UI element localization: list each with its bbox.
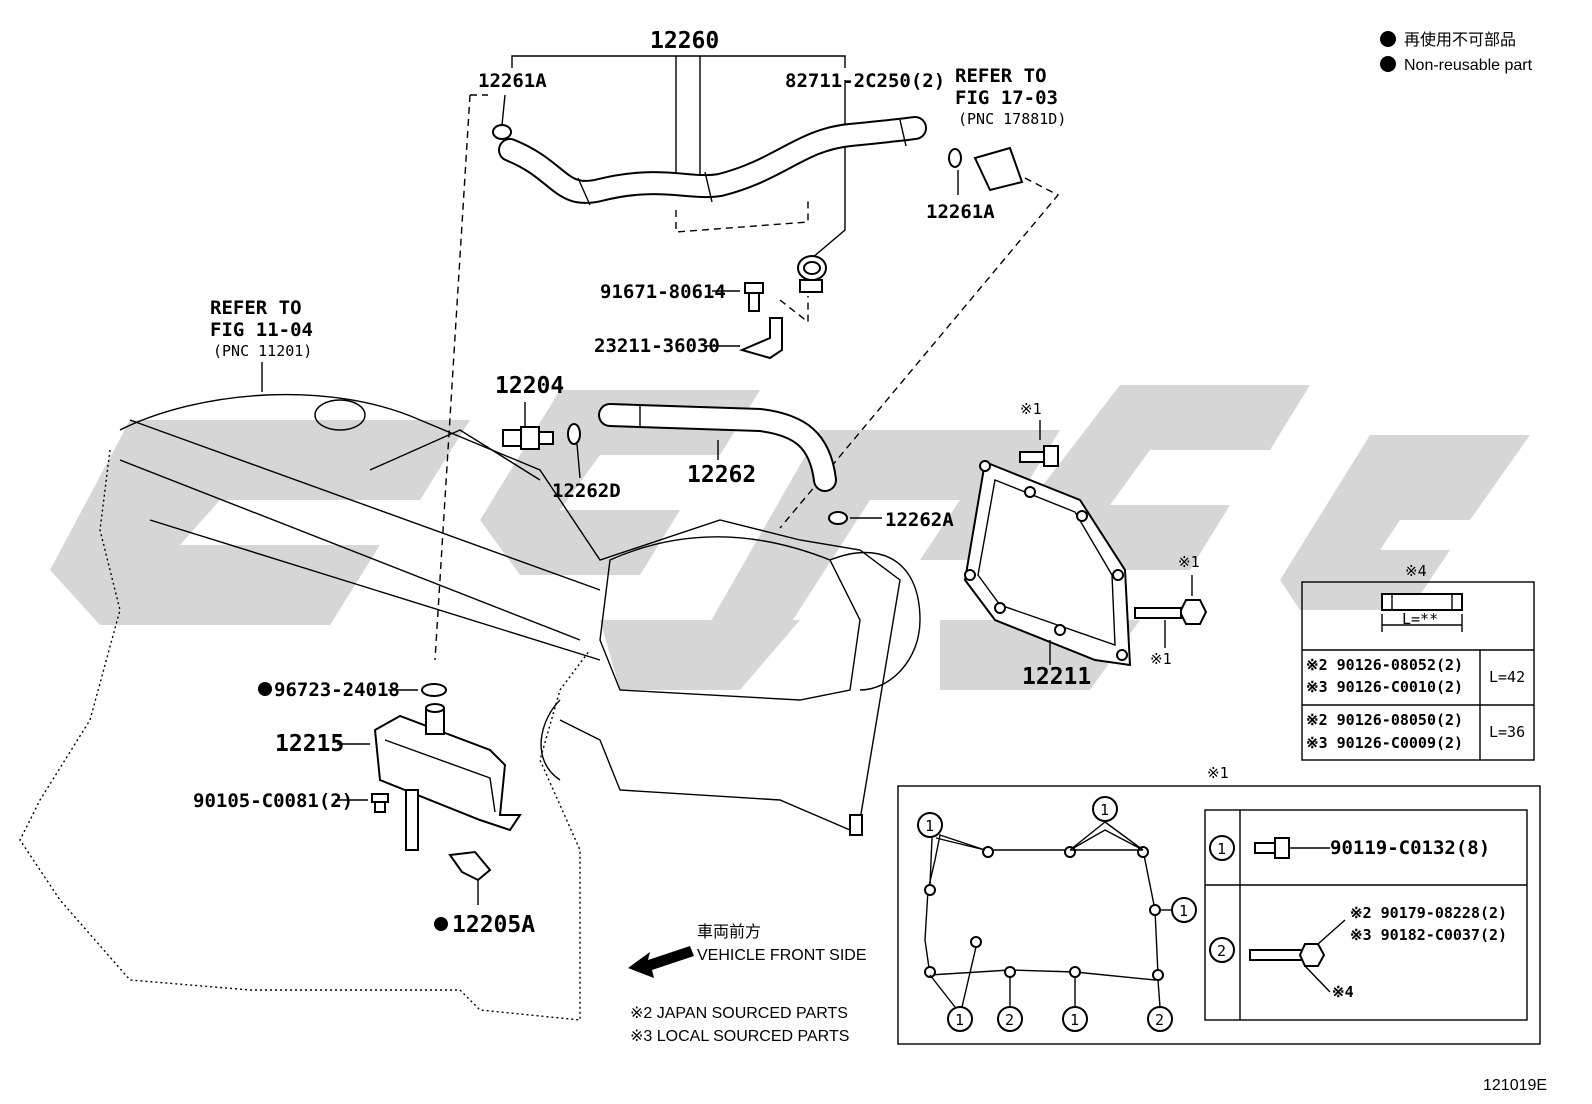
stud-row2-a: ※2 90126-08050(2) bbox=[1306, 711, 1463, 729]
stud-row2-len: L=36 bbox=[1489, 723, 1525, 741]
mark1-c: ※1 bbox=[1150, 650, 1172, 668]
cover-gasket: ※1 12211 ※1 ※1 bbox=[963, 400, 1208, 690]
pcv-valve: 12204 12262D bbox=[495, 373, 621, 502]
label-90105: 90105-C0081(2) bbox=[193, 790, 353, 812]
callout-1d: 1 bbox=[955, 1011, 964, 1029]
front-en: VEHICLE FRONT SIDE bbox=[697, 947, 867, 964]
refer-fig11: REFER TO FIG 11-04 (PNC 11201) bbox=[210, 297, 313, 392]
label-12261a-right: 12261A bbox=[926, 201, 995, 223]
label-12204: 12204 bbox=[495, 373, 564, 399]
stud-length-label: L=** bbox=[1402, 610, 1438, 628]
label-12205a: 12205A bbox=[452, 912, 535, 938]
detail-part2a: ※2 90179-08228(2) bbox=[1350, 904, 1507, 922]
note-japan: ※2 JAPAN SOURCED PARTS bbox=[630, 1005, 848, 1022]
callout-1b: 1 bbox=[1100, 801, 1109, 819]
front-ja: 車両前方 bbox=[697, 923, 761, 941]
legend-en: Non-reusable part bbox=[1404, 57, 1533, 74]
stud-row1-a: ※2 90126-08052(2) bbox=[1306, 656, 1463, 674]
callout-1e: 1 bbox=[1070, 1011, 1079, 1029]
label-12215: 12215 bbox=[275, 731, 344, 757]
vehicle-front-indicator: 車両前方 VEHICLE FRONT SIDE ※2 JAPAN SOURCED… bbox=[628, 923, 867, 1045]
stud-row1-len: L=42 bbox=[1489, 668, 1525, 686]
callout-1a: 1 bbox=[925, 817, 934, 835]
label-12260: 12260 bbox=[650, 28, 719, 54]
guide-line bbox=[434, 94, 471, 661]
legend: 再使用不可部品 Non-reusable part bbox=[1380, 31, 1533, 74]
label-12261a-left: 12261A bbox=[478, 70, 547, 92]
hose-assembly: 12260 12261A 82711-2C250(2) bbox=[478, 28, 945, 293]
label-23211: 23211-36030 bbox=[594, 335, 720, 357]
arrow-left-icon bbox=[628, 946, 694, 978]
mark1-detail: ※1 bbox=[1207, 764, 1229, 782]
nonreusable-dot-icon bbox=[1380, 56, 1396, 72]
callout-1c: 1 bbox=[1179, 902, 1188, 920]
nonreusable-dot-icon bbox=[258, 682, 272, 696]
label-82711: 82711-2C250(2) bbox=[785, 70, 945, 92]
label-12262d: 12262D bbox=[552, 480, 621, 502]
callout-2b: 2 bbox=[1155, 1011, 1164, 1029]
engine-block bbox=[19, 393, 921, 1021]
ventilation-hose: 12262 12262A bbox=[598, 403, 954, 531]
mark1-b: ※1 bbox=[1178, 553, 1200, 571]
nonreusable-dot-icon bbox=[1380, 31, 1396, 47]
refer11-line1: REFER TO bbox=[210, 297, 302, 319]
nonreusable-dot-icon bbox=[434, 917, 448, 931]
mark1-a: ※1 bbox=[1020, 400, 1042, 418]
legend-ja: 再使用不可部品 bbox=[1404, 31, 1516, 49]
detail-key1: 1 bbox=[1217, 840, 1226, 858]
bracket-group: 91671-80614 23211-36030 bbox=[594, 281, 809, 360]
refer11-line3: (PNC 11201) bbox=[213, 342, 312, 360]
stud-table: ※4 L=** ※2 90126-08052(2) ※3 90126-C0010… bbox=[1301, 562, 1535, 761]
callout-2a: 2 bbox=[1005, 1011, 1014, 1029]
refer11-line2: FIG 11-04 bbox=[210, 319, 313, 341]
refer17-line3: (PNC 17881D) bbox=[958, 110, 1066, 128]
detail-part2c: ※4 bbox=[1332, 983, 1354, 1001]
figure-code: 121019E bbox=[1483, 1077, 1547, 1094]
detail-part2b: ※3 90182-C0037(2) bbox=[1350, 926, 1507, 944]
label-12211: 12211 bbox=[1022, 664, 1091, 690]
detail-key2: 2 bbox=[1217, 942, 1226, 960]
label-12262a: 12262A bbox=[885, 509, 954, 531]
label-91671: 91671-80614 bbox=[600, 281, 726, 303]
stud-row2-b: ※3 90126-C0009(2) bbox=[1306, 734, 1463, 752]
refer-fig17: REFER TO FIG 17-03 (PNC 17881D) 12261A bbox=[779, 65, 1066, 529]
refer17-line2: FIG 17-03 bbox=[955, 87, 1058, 109]
mark4: ※4 bbox=[1405, 562, 1427, 580]
oil-separator: 96723-24018 12215 90105-C0081(2) 12205A bbox=[193, 679, 535, 938]
detail-part1: 90119-C0132(8) bbox=[1330, 837, 1490, 859]
refer17-line1: REFER TO bbox=[955, 65, 1047, 87]
stud-row1-b: ※3 90126-C0010(2) bbox=[1306, 678, 1463, 696]
label-12262: 12262 bbox=[687, 462, 756, 488]
note-local: ※3 LOCAL SOURCED PARTS bbox=[630, 1028, 849, 1045]
detail-box: ※1 1 1 1 1 2 1 2 1 90119-C0132(8) bbox=[897, 764, 1541, 1045]
label-96723: 96723-24018 bbox=[274, 679, 400, 701]
